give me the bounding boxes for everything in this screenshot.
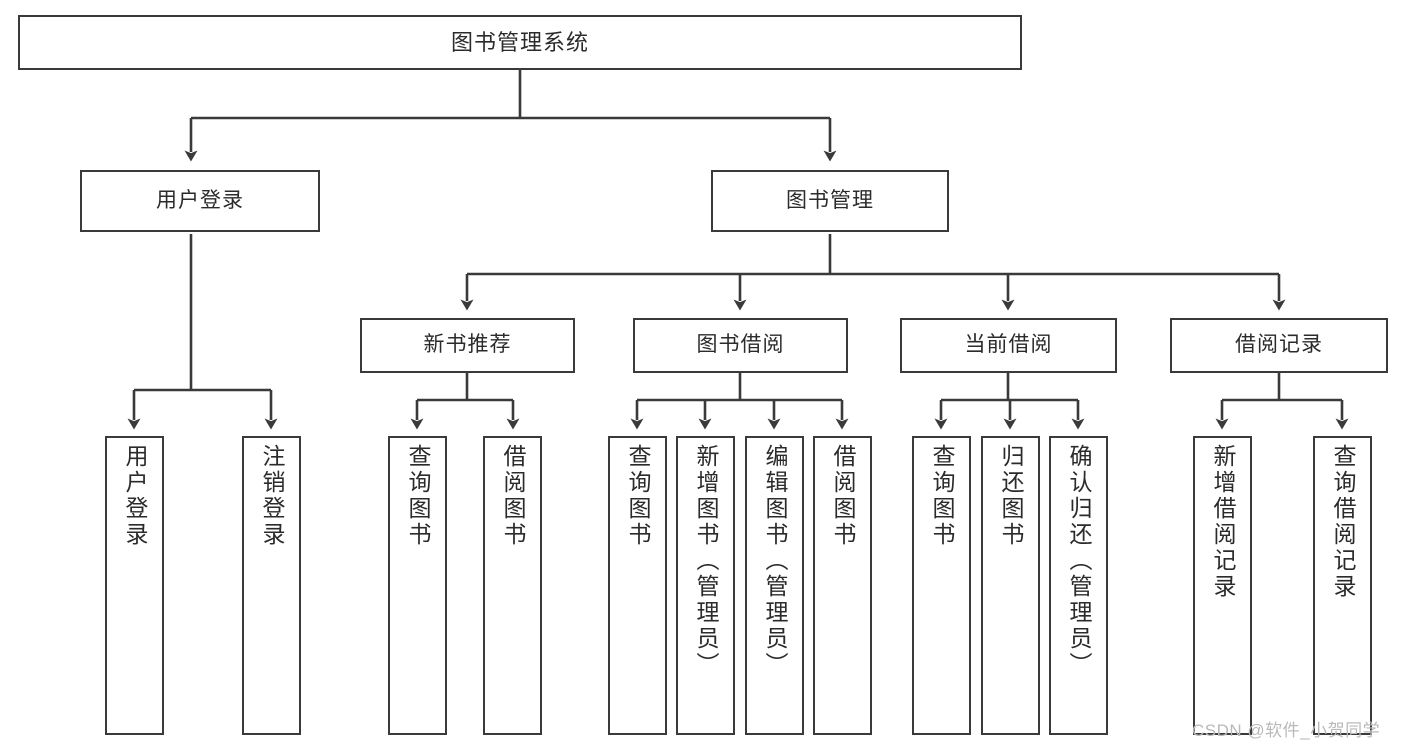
node-leaf-borrow-book-1-label: 借阅图书 <box>500 444 526 548</box>
node-user-login[interactable]: 用户登录 <box>80 170 320 232</box>
node-leaf-query-book-1-label: 查询图书 <box>405 444 431 548</box>
node-leaf-query-book-3-label: 查询图书 <box>929 444 955 548</box>
node-leaf-borrow-book-1[interactable]: 借阅图书 <box>483 436 542 735</box>
node-new-book-recommend[interactable]: 新书推荐 <box>360 318 575 373</box>
node-leaf-user-login-label: 用户登录 <box>122 444 148 548</box>
node-leaf-query-book-2-label: 查询图书 <box>625 444 651 548</box>
node-leaf-borrow-book-2[interactable]: 借阅图书 <box>813 436 872 735</box>
node-leaf-edit-book[interactable]: 编辑图书（管理员） <box>745 436 804 735</box>
node-book-manage-label: 图书管理 <box>786 188 874 212</box>
node-leaf-user-login[interactable]: 用户登录 <box>105 436 164 735</box>
node-leaf-logout-login[interactable]: 注销登录 <box>242 436 301 735</box>
node-book-manage[interactable]: 图书管理 <box>711 170 949 232</box>
node-book-borrow-label: 图书借阅 <box>696 333 785 357</box>
node-leaf-confirm-return[interactable]: 确认归还（管理员） <box>1049 436 1108 735</box>
node-leaf-add-book[interactable]: 新增图书（管理员） <box>676 436 735 735</box>
node-leaf-query-book-2[interactable]: 查询图书 <box>608 436 667 735</box>
node-borrow-record-label: 借阅记录 <box>1235 333 1323 357</box>
node-leaf-return-book[interactable]: 归还图书 <box>981 436 1040 735</box>
node-leaf-query-borrow-record-label: 查询借阅记录 <box>1330 444 1356 600</box>
node-user-login-label: 用户登录 <box>156 188 244 212</box>
node-leaf-confirm-return-label: 确认归还（管理员） <box>1066 444 1092 678</box>
node-book-borrow[interactable]: 图书借阅 <box>633 318 848 373</box>
node-leaf-borrow-book-2-label: 借阅图书 <box>830 444 856 548</box>
node-leaf-logout-login-label: 注销登录 <box>259 444 285 548</box>
node-leaf-query-book-3[interactable]: 查询图书 <box>912 436 971 735</box>
node-current-borrow-label: 当前借阅 <box>964 333 1053 357</box>
node-new-book-recommend-label: 新书推荐 <box>423 333 512 357</box>
node-current-borrow[interactable]: 当前借阅 <box>900 318 1117 373</box>
node-leaf-add-book-label: 新增图书（管理员） <box>693 444 719 678</box>
node-root-label: 图书管理系统 <box>450 29 589 55</box>
node-leaf-return-book-label: 归还图书 <box>998 444 1024 548</box>
node-leaf-edit-book-label: 编辑图书（管理员） <box>762 444 788 678</box>
node-leaf-add-borrow-record[interactable]: 新增借阅记录 <box>1193 436 1252 735</box>
node-leaf-query-book-1[interactable]: 查询图书 <box>388 436 447 735</box>
node-leaf-add-borrow-record-label: 新增借阅记录 <box>1210 444 1236 600</box>
node-borrow-record[interactable]: 借阅记录 <box>1170 318 1388 373</box>
node-leaf-query-borrow-record[interactable]: 查询借阅记录 <box>1313 436 1372 735</box>
node-root[interactable]: 图书管理系统 <box>18 15 1022 70</box>
